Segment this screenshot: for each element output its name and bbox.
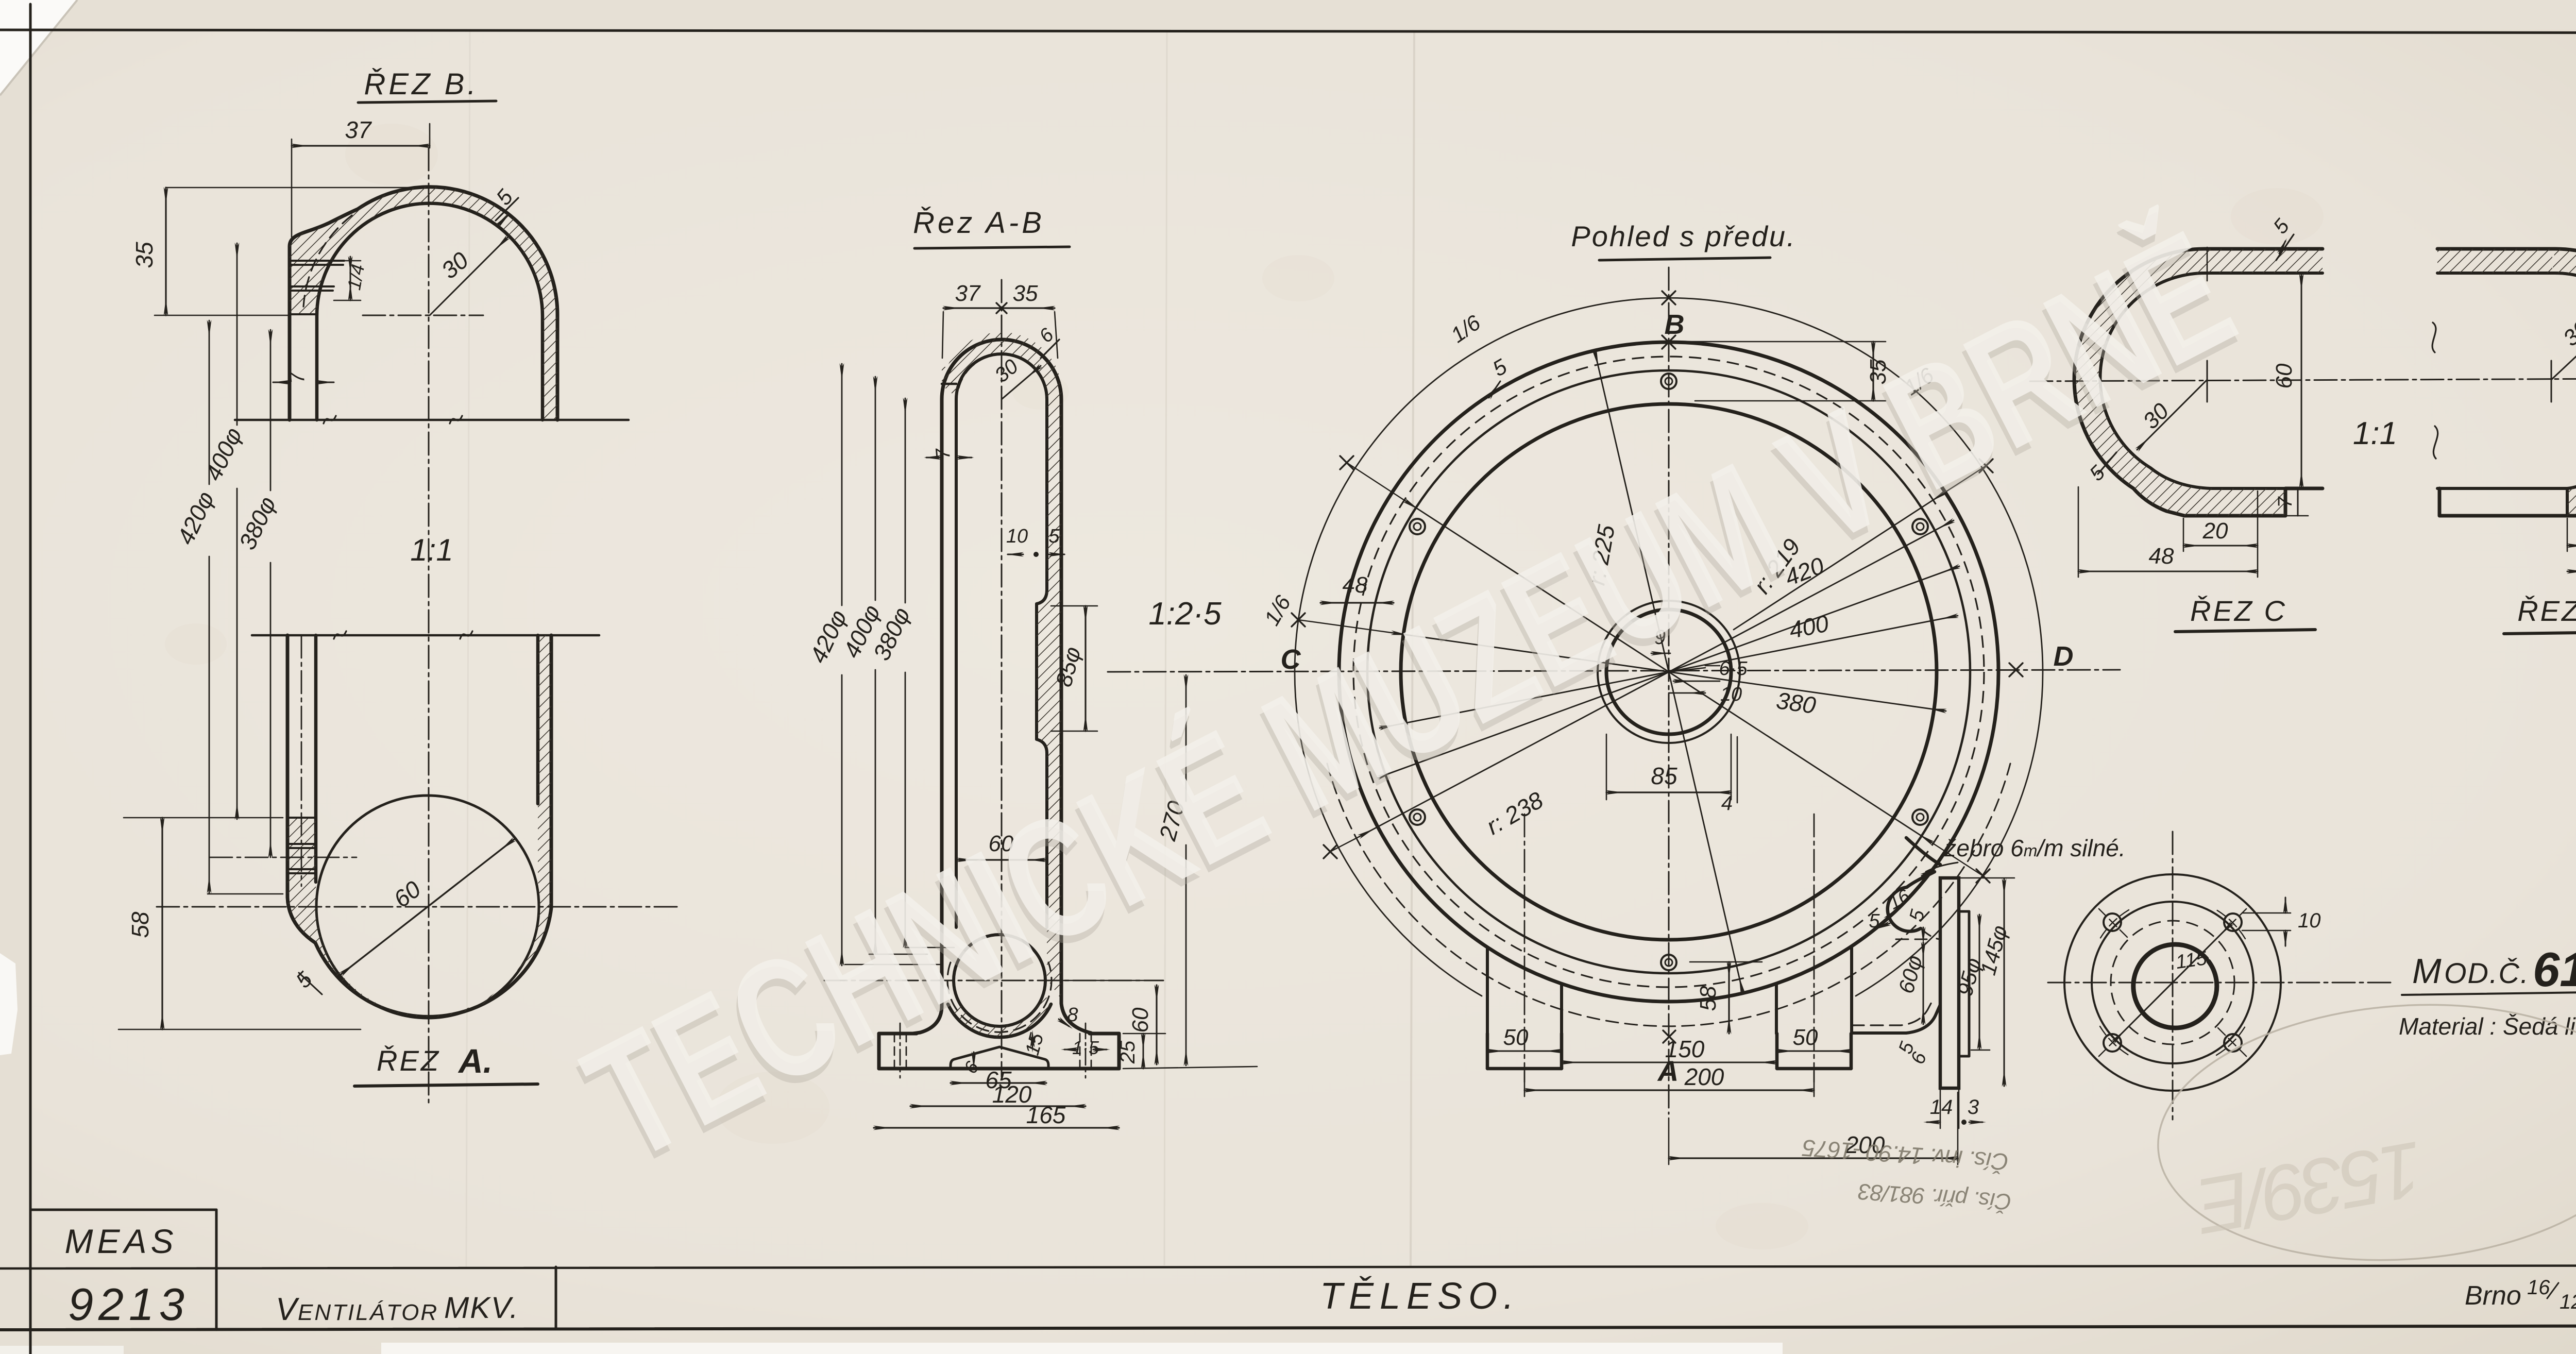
svg-text:9213: 9213 <box>68 1279 190 1330</box>
svg-text:48: 48 <box>1343 572 1368 598</box>
svg-text:10: 10 <box>1006 526 1028 547</box>
svg-text:14: 14 <box>1930 1096 1953 1119</box>
svg-text:C: C <box>1281 644 1301 675</box>
svg-text:1:1: 1:1 <box>410 533 453 567</box>
svg-text:85: 85 <box>1651 763 1677 789</box>
svg-text:Material : Šedá litina.: Material : Šedá litina. <box>2399 1013 2576 1040</box>
svg-text:3: 3 <box>1968 1096 1979 1119</box>
svg-text:OD.Č.: OD.Č. <box>2444 957 2530 989</box>
svg-text:150: 150 <box>1665 1036 1705 1062</box>
svg-text:35: 35 <box>1013 281 1038 306</box>
svg-text:380: 380 <box>1775 687 1818 719</box>
svg-text:9: 9 <box>1654 626 1666 649</box>
svg-text:1:2·5: 1:2·5 <box>1148 596 1222 632</box>
svg-text:37: 37 <box>955 281 981 306</box>
svg-text:Pohled s předu.: Pohled s předu. <box>1571 220 1796 252</box>
svg-text:120: 120 <box>992 1081 1032 1108</box>
svg-text:5: 5 <box>1048 526 1060 547</box>
svg-text:12: 12 <box>2560 1291 2576 1313</box>
svg-text:25: 25 <box>1116 1040 1139 1064</box>
svg-text:B: B <box>1665 309 1685 340</box>
svg-text:60: 60 <box>2272 363 2297 388</box>
svg-text:ŘEZ B.: ŘEZ B. <box>364 67 479 101</box>
svg-text:115: 115 <box>2174 947 2209 973</box>
svg-text:4: 4 <box>1721 792 1733 815</box>
svg-text:165: 165 <box>1026 1102 1066 1128</box>
svg-text:5: 5 <box>1869 910 1880 932</box>
svg-text:MKV.: MKV. <box>444 1291 519 1325</box>
svg-text:200: 200 <box>1845 1131 1885 1158</box>
svg-text:7: 7 <box>2275 496 2296 508</box>
svg-text:58: 58 <box>1696 986 1721 1011</box>
svg-text:6·5: 6·5 <box>1719 658 1748 680</box>
svg-text:1/4: 1/4 <box>343 263 368 292</box>
svg-text:50: 50 <box>1793 1025 1818 1050</box>
svg-text:200: 200 <box>1684 1063 1724 1090</box>
svg-text:ŘEZ C: ŘEZ C <box>2190 595 2287 627</box>
svg-text:M: M <box>2412 952 2443 991</box>
svg-text:60: 60 <box>989 831 1014 856</box>
svg-text:Řez A-B: Řez A-B <box>913 206 1045 240</box>
svg-text:50: 50 <box>1503 1025 1529 1050</box>
svg-text:16: 16 <box>2527 1276 2550 1299</box>
svg-text:10: 10 <box>2298 909 2321 932</box>
svg-text:V: V <box>276 1292 300 1327</box>
svg-text:35: 35 <box>1866 359 1891 384</box>
svg-text:ŘEZ D.: ŘEZ D. <box>2517 595 2576 627</box>
svg-text:MEAS: MEAS <box>64 1222 177 1260</box>
svg-text:D: D <box>2054 641 2074 672</box>
svg-text:A.: A. <box>457 1042 493 1080</box>
svg-text:35: 35 <box>131 242 158 268</box>
svg-text:58: 58 <box>127 911 154 938</box>
svg-text:1:1: 1:1 <box>2353 416 2397 451</box>
svg-text:ŘEZ: ŘEZ <box>377 1044 440 1077</box>
svg-text:1·5: 1·5 <box>1072 1037 1099 1058</box>
svg-text:60: 60 <box>1128 1007 1153 1033</box>
svg-text:TĚLESO.: TĚLESO. <box>1320 1276 1520 1317</box>
svg-text:65: 65 <box>985 1067 1012 1093</box>
svg-text:37: 37 <box>345 116 372 143</box>
svg-text:10: 10 <box>1720 684 1742 705</box>
svg-text:8: 8 <box>1067 1004 1078 1026</box>
svg-text:A: A <box>1657 1055 1679 1087</box>
svg-text:48: 48 <box>2149 544 2174 569</box>
svg-text:ENTILÁTOR: ENTILÁTOR <box>298 1300 438 1325</box>
svg-text:20: 20 <box>2202 518 2228 544</box>
svg-text:6104.: 6104. <box>2533 942 2576 996</box>
svg-text:Brno: Brno <box>2465 1281 2521 1311</box>
